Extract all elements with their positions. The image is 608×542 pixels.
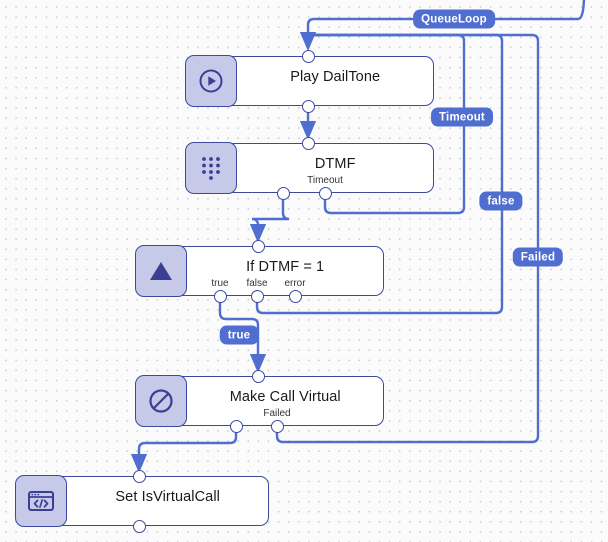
node-set-isvirtualcall[interactable]: Set IsVirtualCall xyxy=(15,475,269,527)
port-set-isvirtualcall-out[interactable] xyxy=(132,519,146,533)
port-label-if-true: true xyxy=(211,278,229,289)
node-if-dtmf-1[interactable]: If DTMF = 1 xyxy=(135,245,384,297)
edge-label-failed[interactable]: Failed xyxy=(512,247,564,267)
port-play-dailtone-in[interactable] xyxy=(301,49,315,63)
port-if-dtmf-1-error[interactable] xyxy=(288,289,302,303)
port-if-dtmf-1-false[interactable] xyxy=(250,289,264,303)
port-make-call-virtual-in[interactable] xyxy=(251,369,265,383)
node-body: Set IsVirtualCall xyxy=(67,477,268,525)
code-window-icon xyxy=(15,475,68,527)
port-make-call-virtual-out[interactable] xyxy=(229,419,243,433)
port-set-isvirtualcall-in[interactable] xyxy=(132,469,146,483)
node-title: Play DailTone xyxy=(290,69,381,85)
node-title: Set IsVirtualCall xyxy=(115,489,220,505)
port-dtmf-in[interactable] xyxy=(301,136,315,150)
node-title: Make Call Virtual xyxy=(229,389,341,405)
edge-label-false[interactable]: false xyxy=(479,191,523,211)
port-make-call-virtual-failed[interactable] xyxy=(270,419,284,433)
port-if-dtmf-1-true[interactable] xyxy=(213,289,227,303)
node-title: DTMF xyxy=(314,156,356,172)
port-dtmf-out[interactable] xyxy=(276,186,290,200)
node-body: If DTMF = 1 xyxy=(187,247,383,295)
port-play-dailtone-out[interactable] xyxy=(301,99,315,113)
edge-makecall-to-setvirtual xyxy=(130,430,238,474)
edge-dtmf-to-if xyxy=(249,197,290,244)
node-title: If DTMF = 1 xyxy=(246,259,325,275)
node-make-call-virtual[interactable]: Make Call Virtual xyxy=(135,375,384,427)
triangle-icon xyxy=(135,245,188,297)
play-circle-icon xyxy=(185,55,238,107)
edge-label-timeout[interactable]: Timeout xyxy=(431,107,493,127)
port-label-if-false: false xyxy=(246,278,268,289)
port-if-dtmf-1-in[interactable] xyxy=(251,239,265,253)
node-body: Make Call Virtual xyxy=(187,377,383,425)
edge-label-queueloop[interactable]: QueueLoop xyxy=(413,9,495,29)
port-label-dtmf-timeout: Timeout xyxy=(307,175,343,186)
no-entry-icon xyxy=(135,375,188,427)
port-dtmf-timeout[interactable] xyxy=(318,186,332,200)
keypad-icon xyxy=(185,142,238,194)
port-label-make-call-virtual-failed: Failed xyxy=(263,408,291,419)
node-body: DTMF xyxy=(237,144,433,192)
node-body: Play DailTone xyxy=(237,57,433,105)
port-label-if-error: error xyxy=(284,278,306,289)
node-play-dailtone[interactable]: Play DailTone xyxy=(185,55,434,107)
edge-label-true[interactable]: true xyxy=(219,325,259,345)
